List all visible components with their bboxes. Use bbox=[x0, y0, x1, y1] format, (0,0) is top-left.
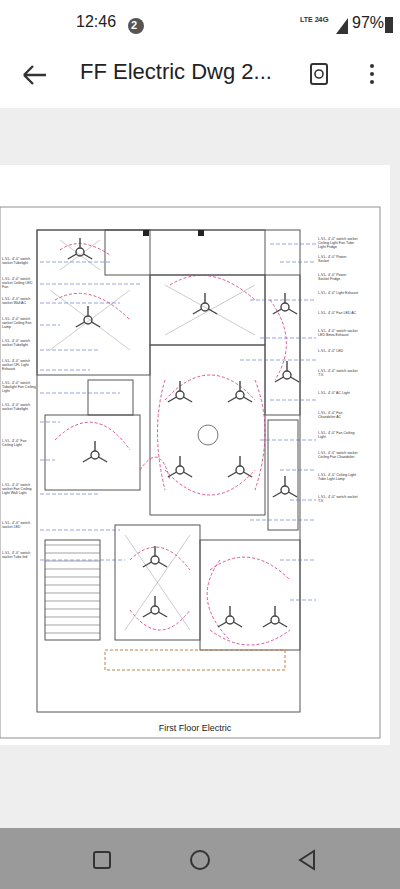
fan-blade bbox=[228, 472, 237, 477]
fan-blade bbox=[286, 361, 287, 371]
circuit-note: L.V.L. 4'-0" switch socket Ceiling Fan C… bbox=[318, 452, 358, 460]
status-text: LTE 2 bbox=[300, 16, 319, 23]
circuit-note: L.V.L. 4'-0" Ceiling Light Tube Light La… bbox=[318, 474, 358, 482]
fan-blade bbox=[288, 492, 297, 497]
fan-blade bbox=[229, 606, 230, 616]
fan-blade bbox=[233, 622, 242, 627]
fan-blade bbox=[91, 322, 100, 327]
fan-hub bbox=[226, 616, 234, 624]
circuit-note: L.V.L. 4'-0" Power Socket Fridge bbox=[318, 274, 358, 282]
fan-blade bbox=[288, 309, 297, 314]
circuit-note: L.V.L. 4'-0" switch socket Tubelight bbox=[2, 404, 38, 412]
circuit-note: L.V.L. 4'-0" switch socket Fan Ceiling L… bbox=[2, 484, 38, 495]
fan-blade bbox=[290, 377, 299, 382]
circuit-note: L.V.L. 4'-0" Light Exhaust bbox=[318, 292, 358, 296]
status-text: 97% bbox=[352, 15, 384, 32]
fan-blade bbox=[239, 381, 240, 391]
fan-blade bbox=[278, 622, 287, 627]
fan-blade bbox=[154, 596, 155, 606]
circuit-note: L.V.L. 4'-0" switch socket T.V. bbox=[318, 370, 358, 378]
circuit-note: L.V.L. 4'-0" switch socket LED bbox=[2, 522, 38, 530]
status-text: 2 bbox=[131, 20, 137, 32]
fan-hub bbox=[176, 391, 184, 399]
fan-hub bbox=[151, 606, 159, 614]
fan-blade bbox=[179, 456, 180, 466]
fan-blade bbox=[273, 309, 282, 314]
circuit-note: L.V.L. 4'-0" Fan Ceiling Light bbox=[318, 432, 358, 440]
circuit-note: L.V.L. 4'-0" LED bbox=[318, 350, 358, 354]
fan-blade bbox=[284, 476, 285, 486]
circuit-note: L.V.L. 4'-0" switch socket Tubelight bbox=[2, 258, 38, 266]
fan-hub bbox=[281, 303, 289, 311]
circuit-note: L.V.L. 4'-0" switch socket T.V. bbox=[318, 496, 358, 504]
fan-blade bbox=[273, 492, 282, 497]
fan-blade bbox=[154, 546, 155, 556]
circuit-note: L.V.L. 4'-0" Fan Chandelier AC bbox=[318, 412, 358, 420]
fan-blade bbox=[98, 457, 107, 462]
fan-blade bbox=[79, 238, 80, 248]
fan-hub bbox=[201, 303, 209, 311]
fan-blade bbox=[275, 377, 284, 382]
circuit-note: L.V.L. 4'-0" switch socket LED Bmra Exha… bbox=[318, 330, 358, 338]
fan-hub bbox=[151, 556, 159, 564]
fan-blade bbox=[183, 397, 192, 402]
circuit-note: L.V.L. 4'-0" Fan LED AC bbox=[318, 312, 358, 316]
status-text: 12:46 bbox=[76, 14, 116, 31]
circuit-note: L.V.L. 4'-0" Fan Ceiling Light bbox=[2, 440, 38, 448]
fan-blade bbox=[183, 472, 192, 477]
fan-hub bbox=[236, 466, 244, 474]
fan-hub bbox=[281, 486, 289, 494]
fan-blade bbox=[68, 254, 77, 259]
fan-blade bbox=[243, 472, 252, 477]
fan-blade bbox=[76, 322, 85, 327]
circuit-note: L.V.L. 4'-0" switch socket Ceiling LED F… bbox=[2, 278, 38, 289]
circuit-note: L.V.L. 4'-0" switch socket Wall AC bbox=[2, 298, 38, 306]
fan-blade bbox=[204, 293, 205, 303]
fan-blade bbox=[193, 309, 202, 314]
circuit-note: L.V.L. 4'-0" switch socket Tubelight bbox=[2, 340, 38, 348]
fan-blade bbox=[83, 457, 92, 462]
fan-blade bbox=[228, 397, 237, 402]
fan-blade bbox=[87, 306, 88, 316]
fan-blade bbox=[284, 293, 285, 303]
fan-blade bbox=[83, 254, 92, 259]
fan-hub bbox=[236, 391, 244, 399]
circuit-note: L.V.L. 4'-0" switch socket Ceiling Light… bbox=[318, 238, 358, 249]
circuit-note: L.V.L. 4'-0" AC Light bbox=[318, 392, 358, 396]
fan-hub bbox=[176, 466, 184, 474]
drawing-caption: First Floor Electric bbox=[159, 724, 232, 733]
circuit-note: L.V.L. 4'-0" switch socket CFL Light Exh… bbox=[2, 360, 38, 371]
fan-blade bbox=[274, 606, 275, 616]
fan-blade bbox=[158, 562, 167, 567]
circuit-note: L.V.L. 4'-0" Power Socket bbox=[318, 256, 358, 264]
fan-blade bbox=[143, 562, 152, 567]
status-text: 4G bbox=[318, 16, 329, 24]
fan-blade bbox=[168, 472, 177, 477]
circuit-note: L.V.L. 4'-0" switch Tubelight Fan Ceilin… bbox=[2, 382, 38, 393]
app-title: FF Electric Dwg 2... bbox=[80, 60, 272, 83]
fan-blade bbox=[208, 309, 217, 314]
fan-hub bbox=[76, 248, 84, 256]
fan-blade bbox=[218, 622, 227, 627]
fan-blade bbox=[179, 381, 180, 391]
fan-hub bbox=[283, 371, 291, 379]
fan-blade bbox=[158, 612, 167, 617]
circuit-note: L.V.L. 4'-0" switch socket Ceiling Fan L… bbox=[2, 318, 38, 329]
fan-hub bbox=[271, 616, 279, 624]
fan-blade bbox=[243, 397, 252, 402]
fan-blade bbox=[94, 441, 95, 451]
fan-hub bbox=[91, 451, 99, 459]
fan-blade bbox=[263, 622, 272, 627]
fan-blade bbox=[168, 397, 177, 402]
fan-blade bbox=[143, 612, 152, 617]
fan-blade bbox=[239, 456, 240, 466]
circuit-note: L.V.L. 4'-0" switch socket Tube led bbox=[2, 552, 38, 560]
fan-hub bbox=[84, 316, 92, 324]
